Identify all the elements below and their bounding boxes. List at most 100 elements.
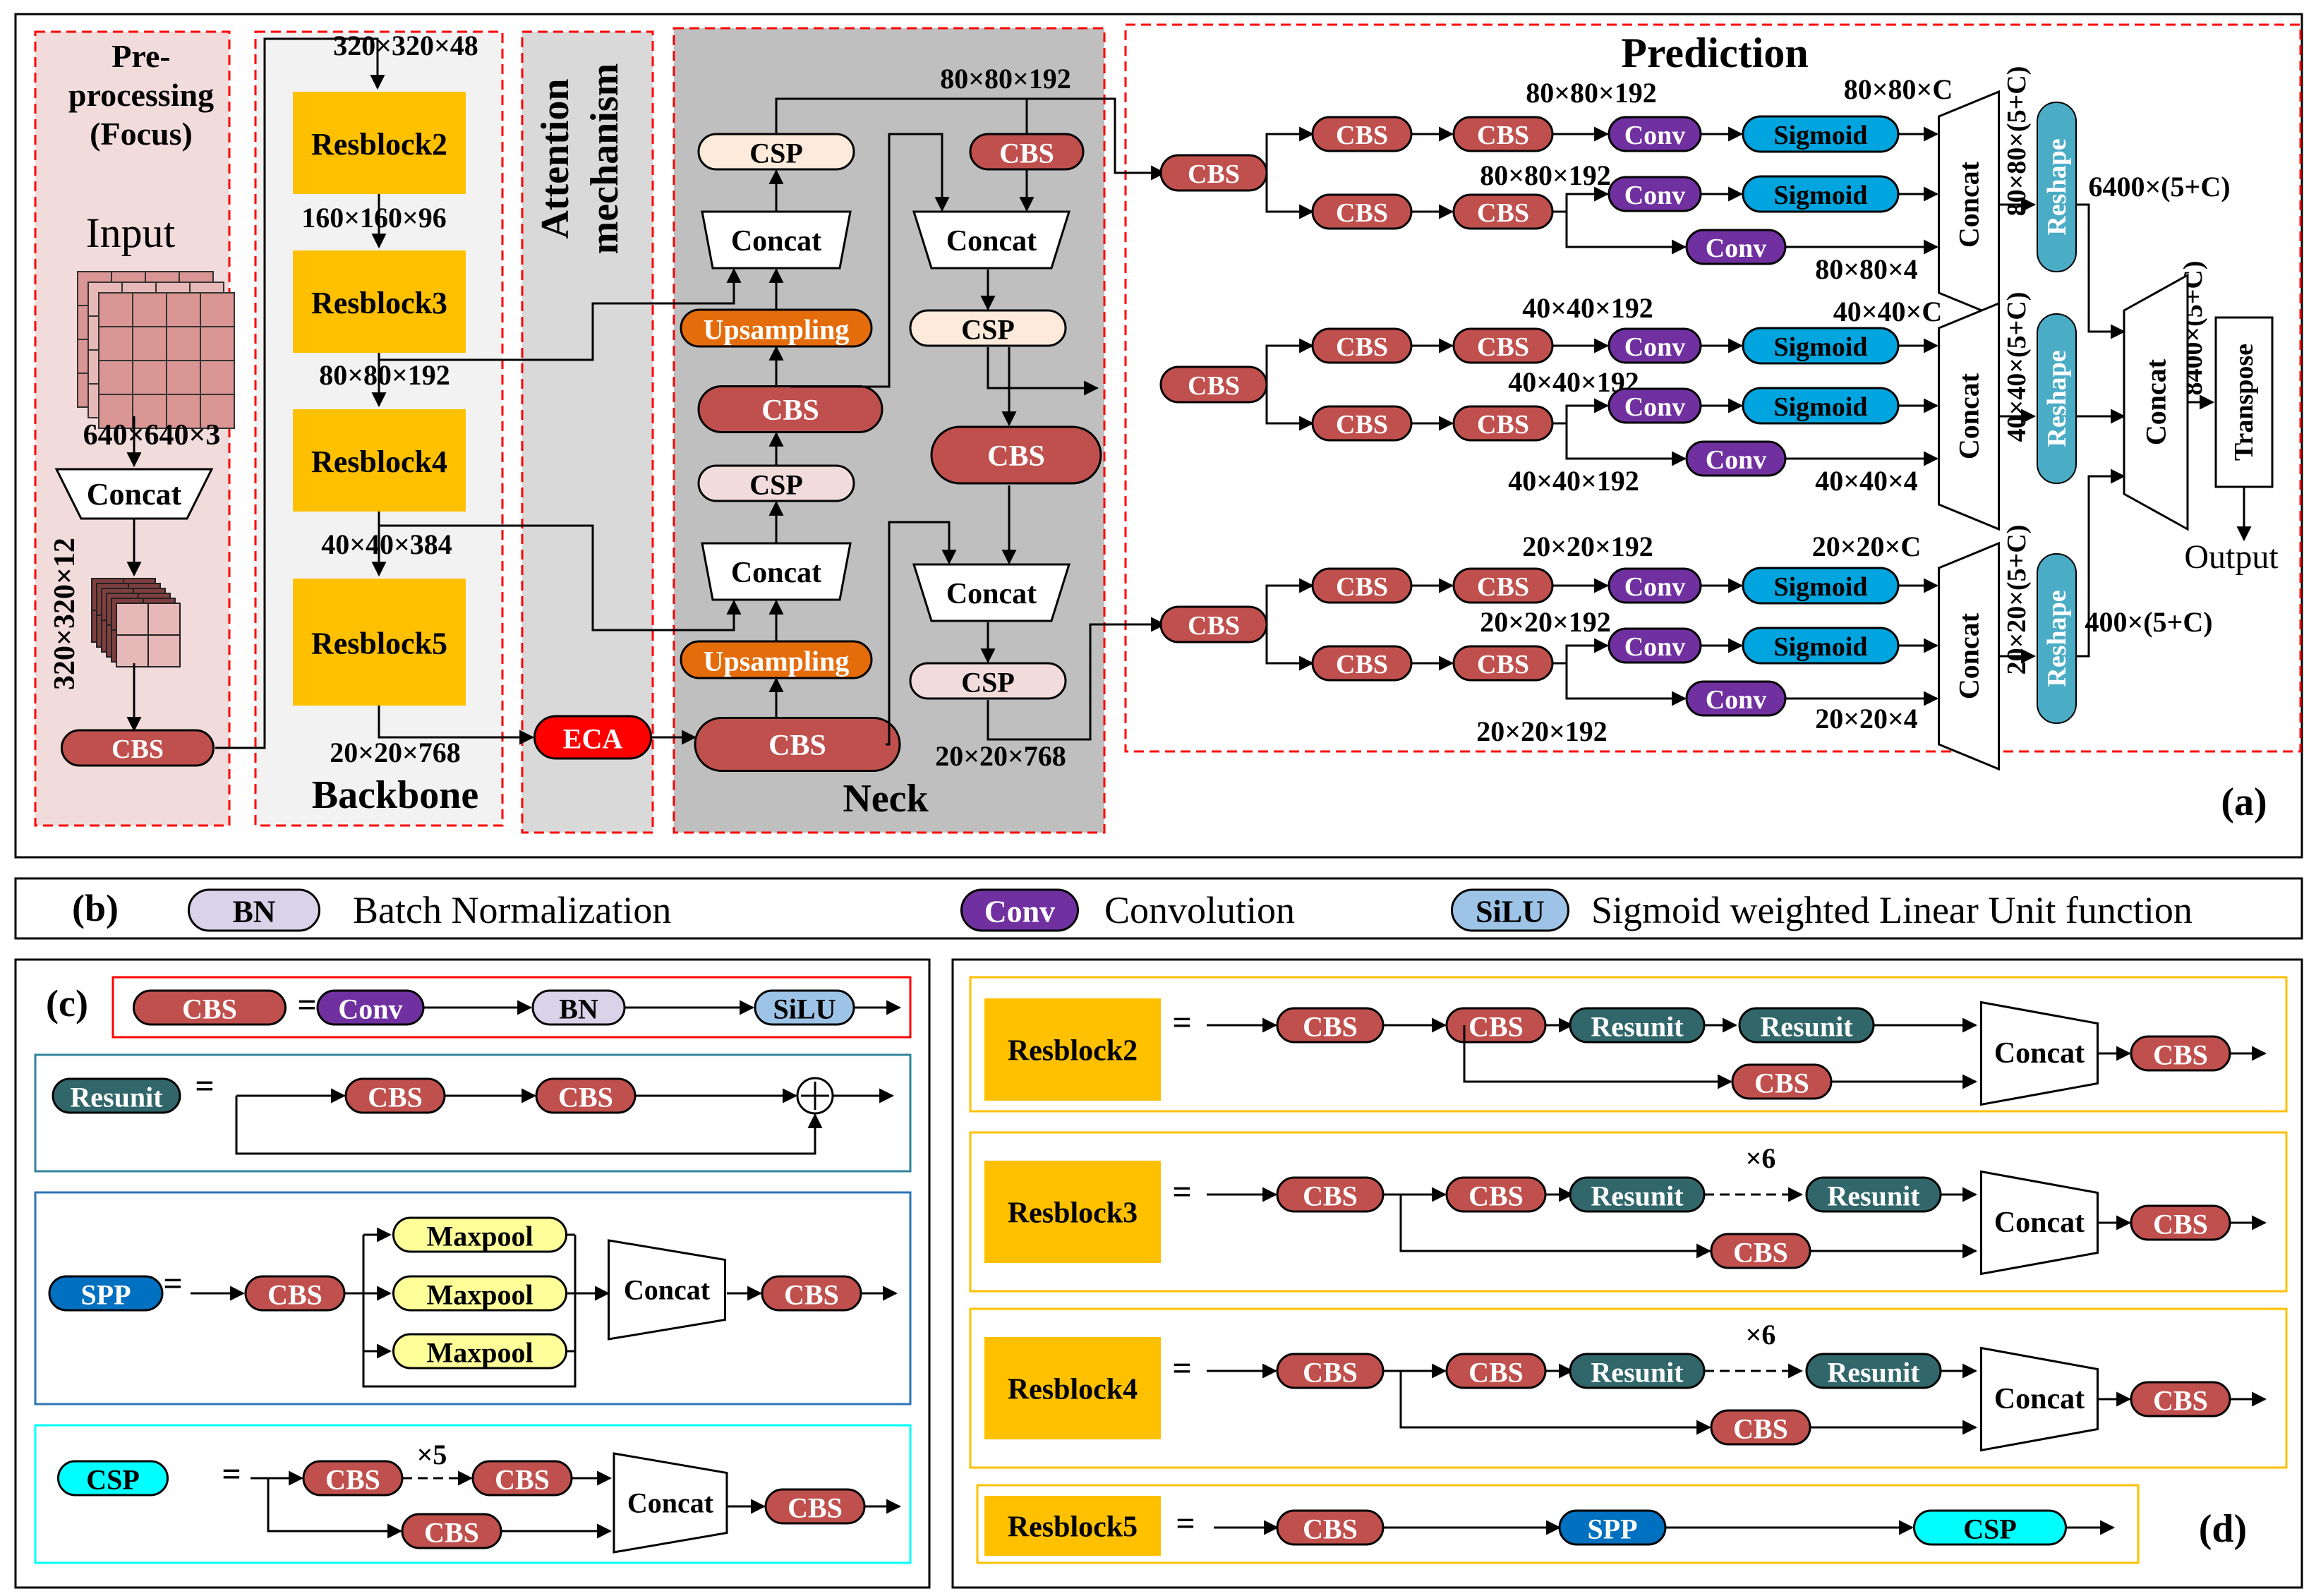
def-resblock4-resunit-1-label: Resunit: [1591, 1357, 1684, 1389]
def-cbs-bn-label: BN: [559, 993, 598, 1025]
head2-split-top: [1265, 338, 1315, 385]
neck-concat-2-label: Concat: [731, 557, 821, 589]
connector: [1552, 398, 1610, 425]
resblock4-def-box: [969, 1307, 2288, 1469]
neck-cbs-mid-label: CBS: [761, 394, 819, 427]
head1-box-dim: 80×80×4: [1815, 253, 1918, 285]
head3-sigmoid-cls-label: Sigmoid: [1773, 572, 1867, 602]
input-dim: 640×640×3: [83, 419, 221, 452]
resblock4-def-eq: =: [1172, 1350, 1191, 1387]
def-resblock2-resunit-2-label: Resunit: [1760, 1011, 1853, 1043]
arrow-cbsmid-concat3: [790, 133, 950, 388]
def-spp-maxpool1-label: Maxpool: [426, 1221, 533, 1252]
def-csp-cbs1-label: CBS: [325, 1464, 380, 1496]
def-csp-cbs3-label: CBS: [424, 1517, 479, 1549]
def-resblock4-name: [984, 1337, 1161, 1439]
head2-reshape-label: Reshape: [2042, 350, 2072, 447]
def-spp-name-label: SPP: [80, 1279, 131, 1311]
def-resblock3-cbs-in-label: CBS: [1303, 1180, 1358, 1212]
def-resblock4-cbs-main-label: CBS: [1468, 1357, 1524, 1389]
head2-sigmoid-obj-label: Sigmoid: [1773, 392, 1867, 422]
backbone-dim-1: 320×320×48: [333, 30, 478, 61]
head1-dim-mid: 80×80×192: [1480, 159, 1611, 191]
connector: [1565, 423, 1687, 466]
def-resblock2-cbs-main-label: CBS: [1468, 1011, 1524, 1043]
panel-a-marker: (a): [2221, 780, 2267, 824]
legend-silu-desc: Sigmoid weighted Linear Unit function: [1591, 889, 2193, 931]
backbone-dim-5: 20×20×768: [330, 737, 461, 768]
def-spp-maxpool2: [392, 1275, 567, 1312]
head3-cbs-in-label: CBS: [1188, 611, 1240, 641]
focus-concat-block: [54, 468, 214, 520]
def-resblock3-concat: [1980, 1170, 2099, 1276]
head1-split-bot: [1265, 173, 1315, 219]
neck-cbs-3: [930, 425, 1102, 485]
neck-cbs-top-label: CBS: [999, 138, 1054, 169]
legend-conv-desc: Convolution: [1104, 889, 1295, 931]
def-resblock3-name: [984, 1161, 1161, 1263]
def-resblock2-concat: [1980, 1000, 2099, 1106]
head2-cbs-in-label: CBS: [1188, 371, 1240, 401]
backbone-dim-3: 80×80×192: [319, 359, 450, 391]
diagram-blocks: CBSResblock2Resblock3Resblock4Resblock5E…: [48, 37, 2274, 1556]
def-spp-concat-label: Concat: [624, 1274, 711, 1306]
resblock3-repeat: ×6: [1746, 1142, 1776, 1174]
panel-a-frame: [14, 13, 2303, 859]
head1-conv-cls-label: Conv: [1624, 121, 1686, 150]
head1-reshape-label: Reshape: [2042, 138, 2072, 235]
panel-c-marker: (c): [46, 982, 88, 1024]
neck-csp-4-label: CSP: [961, 667, 1015, 699]
neck-upsampling-1-label: Upsampling: [704, 314, 850, 346]
input-image-cube: [77, 271, 235, 429]
resunit-def-eq: =: [195, 1068, 214, 1105]
def-cbs-name: [133, 989, 287, 1026]
neck-csp-2-label: CSP: [749, 469, 803, 501]
connector: [1399, 1371, 1712, 1435]
head2-reshape: [2037, 313, 2077, 484]
connector: [1552, 638, 1610, 665]
def-resblock3-concat-label: Concat: [1994, 1207, 2085, 1239]
arrow-rb4-concat2: [379, 524, 742, 631]
backbone-resblock5-label: Resblock5: [311, 627, 447, 661]
head2-dim-bot: 40×40×192: [1508, 465, 1639, 497]
preprocessing-title-2: processing: [68, 77, 214, 113]
head2-concat: [1938, 301, 2000, 531]
final-concat: [2123, 273, 2189, 531]
legend-bn-desc: Batch Normalization: [353, 889, 671, 931]
head3-cbs-b2-label: CBS: [1477, 650, 1529, 679]
head2-conv-cls-label: Conv: [1624, 332, 1686, 362]
sliced-tensor-cube: [91, 578, 181, 667]
head3-conv-box-label: Conv: [1706, 685, 1767, 715]
head3-concat-label: Concat: [1953, 612, 1985, 699]
neck-concat-4-label: Concat: [946, 578, 1037, 610]
def-resunit-name-label: Resunit: [70, 1082, 163, 1113]
preprocessing-title-3: (Focus): [90, 116, 193, 152]
def-resblock5-cbs-label: CBS: [1303, 1513, 1358, 1545]
def-resblock4-name-label: Resblock4: [1008, 1374, 1138, 1406]
def-spp-name: [48, 1275, 164, 1312]
connector: [1565, 212, 1687, 255]
legend-conv-tag: [960, 888, 1079, 932]
neck-concat-1-label: Concat: [731, 225, 821, 258]
arrow-csp3-pred2: [987, 347, 1099, 396]
arrow-reshape1-concat: [2076, 203, 2126, 339]
def-spp-cbs-out-label: CBS: [784, 1279, 839, 1311]
head3-dim-mid: 20×20×192: [1480, 606, 1611, 638]
neck-concat-3: [912, 210, 1071, 270]
head3-cbs-t1-label: CBS: [1336, 572, 1388, 602]
def-csp-name: [57, 1460, 169, 1497]
arrow-focus-backbone: [215, 37, 385, 749]
neck-cbs-bottom-label: CBS: [768, 730, 826, 762]
def-resblock5-csp: [1913, 1509, 2067, 1546]
def-spp-maxpool3: [392, 1333, 567, 1370]
head3-cbs-t2-label: CBS: [1477, 572, 1529, 602]
def-csp-concat-label: Concat: [627, 1487, 714, 1519]
head1-cbs-in-label: CBS: [1188, 159, 1240, 189]
backbone-resblock4: [293, 409, 466, 512]
def-resblock4-concat-label: Concat: [1994, 1383, 2085, 1415]
def-resunit-name: [52, 1077, 181, 1114]
focus-cbs: [61, 729, 215, 767]
def-resblock4-concat: [1980, 1346, 2099, 1452]
def-resblock3-cbs-out-label: CBS: [2153, 1209, 2208, 1240]
neck-concat-1: [701, 210, 852, 270]
